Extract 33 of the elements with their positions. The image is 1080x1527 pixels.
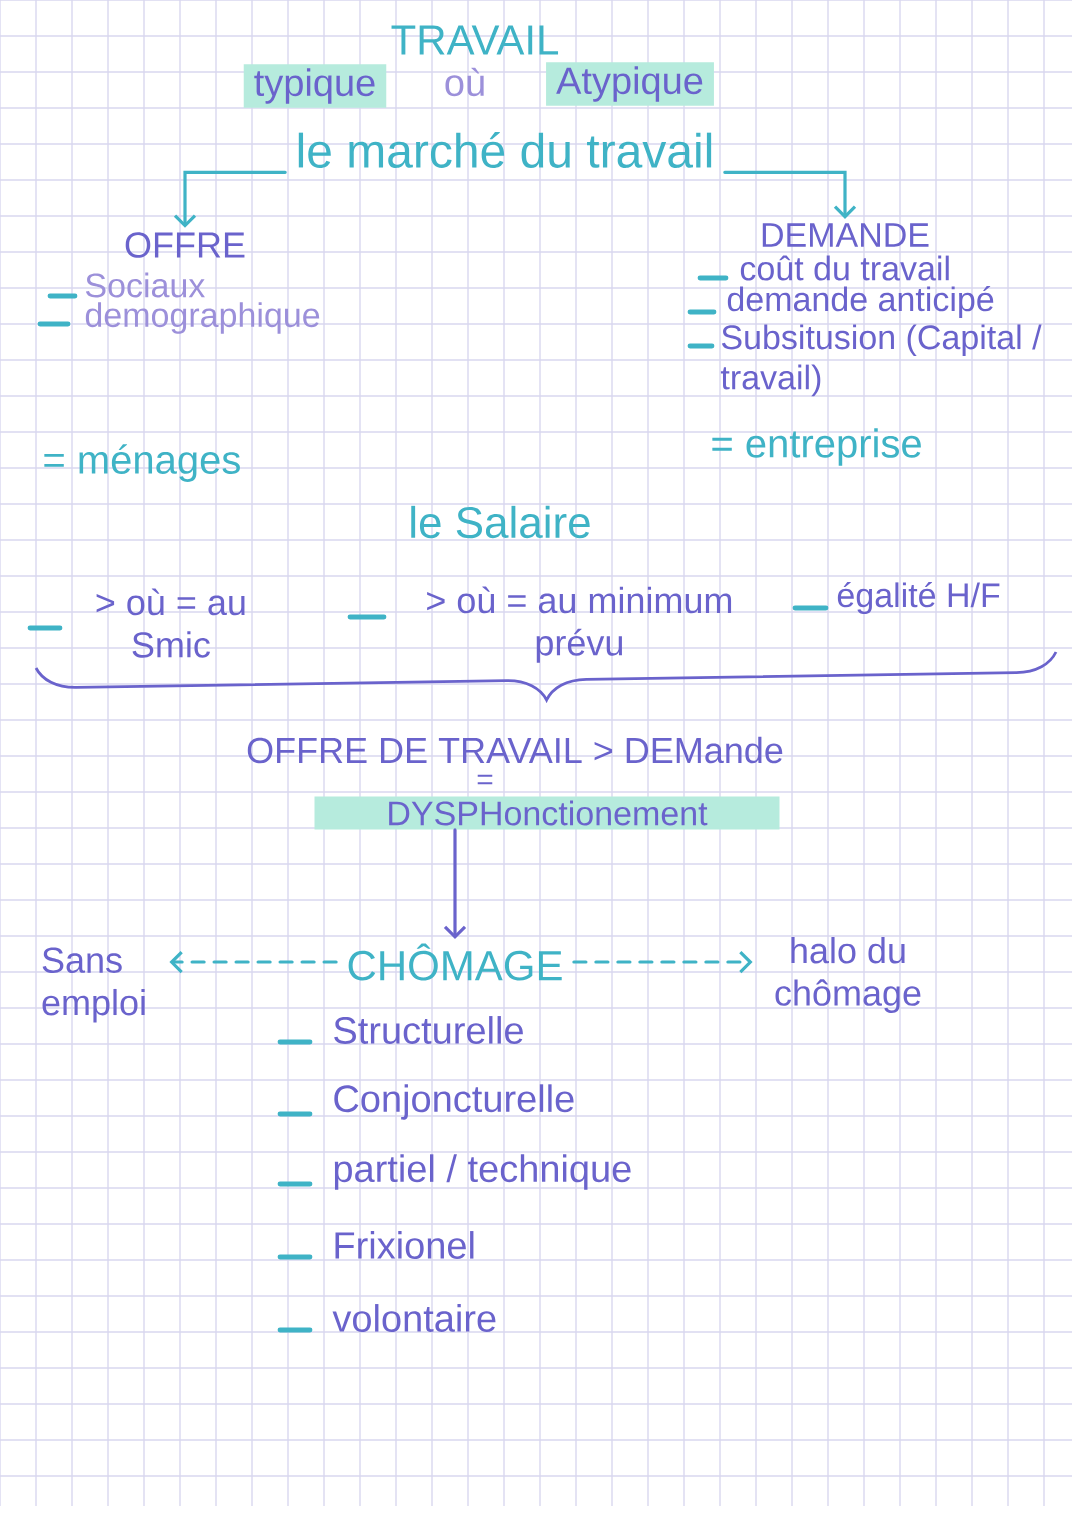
arrow (723, 170, 857, 219)
list-item: Frixionel (335, 1231, 474, 1259)
list-item: > où = au Smic (96, 588, 245, 658)
word: où (445, 67, 484, 97)
title: TRAVAIL (391, 25, 559, 55)
section-heading: le Salaire (411, 505, 590, 539)
term: halo du chômage (775, 937, 921, 1013)
list-item: coût du travail (740, 255, 949, 281)
topic-heading: le marché du travail (298, 132, 712, 168)
arrow (443, 828, 467, 940)
highlighted-word: Atypique (546, 62, 714, 106)
central-term: CHÔMAGE (348, 943, 562, 981)
list-item: > où = au minimum prévu (427, 586, 732, 663)
highlighted-term: DYSPHonctionement (314, 796, 780, 830)
list-item: partiel / technique (334, 1154, 631, 1190)
term: Sans emploi (42, 947, 145, 1023)
list-item: volontaire (332, 1304, 496, 1332)
note: = ménages (44, 444, 240, 482)
list-item: Sociaux (85, 272, 205, 298)
arrow (173, 170, 287, 228)
statement: OFFRE DE TRAVAIL > DEMande (247, 736, 783, 764)
note: = entreprise (712, 428, 921, 466)
list-item: Structurelle (334, 1016, 523, 1044)
column-heading: DEMANDE (762, 223, 929, 247)
highlighted-word: typique (243, 64, 387, 108)
list-item: Conjoncturelle (334, 1084, 574, 1120)
arrow (169, 950, 338, 974)
arrow (572, 950, 753, 974)
list-item: demande anticipé (727, 285, 994, 319)
list-item: égalité H/F (837, 581, 1000, 615)
column-heading: OFFRE (125, 232, 245, 258)
list-item: demographique (85, 302, 320, 334)
list-item: Subsitusion (Capital / travail) (720, 324, 1042, 397)
